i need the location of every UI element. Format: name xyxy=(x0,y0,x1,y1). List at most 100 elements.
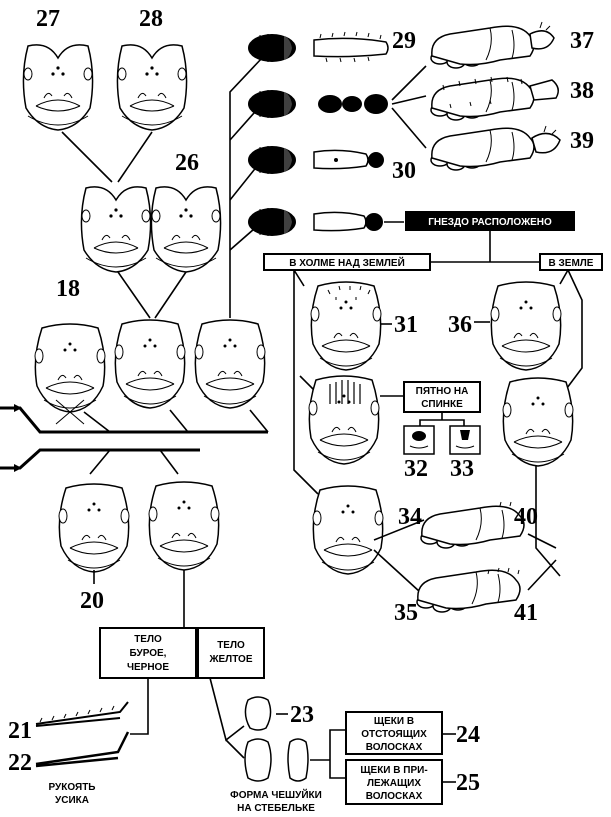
in-mound-box: В ХОЛМЕ НАД ЗЕМЛЕЙ xyxy=(263,253,431,271)
petiole-scale-narrow xyxy=(287,738,309,782)
fig-number-28: 28 xyxy=(139,6,163,32)
svg-text:ЩЕКИ В ПРИ-: ЩЕКИ В ПРИ- xyxy=(360,765,427,776)
fig-number-20: 20 xyxy=(80,588,104,614)
svg-text:ЖЕЛТОЕ: ЖЕЛТОЕ xyxy=(208,654,252,665)
svg-text:ЧЕРНОЕ: ЧЕРНОЕ xyxy=(127,662,169,673)
fig-number-29: 29 xyxy=(392,28,416,54)
ant-thorax-fig38 xyxy=(430,76,559,121)
svg-text:СПИНКЕ: СПИНКЕ xyxy=(421,399,463,410)
svg-text:ТЕЛО: ТЕЛО xyxy=(217,640,245,651)
connector-thoraxes xyxy=(391,65,427,149)
cheeks-adpressed-box: ЩЕКИ В ПРИ- ЛЕЖАЩИХ ВОЛОСКАХ xyxy=(345,759,443,805)
svg-text:ЛЕЖАЩИХ: ЛЕЖАЩИХ xyxy=(367,778,421,789)
key-branch-line-1 xyxy=(0,406,268,434)
fig-number-23: 23 xyxy=(290,702,314,728)
antenna-caption-line1: РУКОЯТЬ xyxy=(49,782,96,793)
scale-caption-line2: НА СТЕБЕЛЬКЕ xyxy=(237,803,315,814)
body-dark-box: ТЕЛО БУРОЕ, ЧЕРНОЕ xyxy=(99,627,197,679)
body-yellow-box: ТЕЛО ЖЕЛТОЕ xyxy=(197,627,265,679)
connector-lines-middle xyxy=(83,409,269,433)
ant-head-ground-lower xyxy=(502,377,574,467)
petiole-scale-wide xyxy=(244,738,272,782)
ant-head-middle-2 xyxy=(114,319,186,409)
svg-text:ВОЛОСКАХ: ВОЛОСКАХ xyxy=(366,742,423,753)
fig-number-31: 31 xyxy=(394,312,418,338)
ant-abdomen-fig29 xyxy=(247,31,389,63)
connector-40-41 xyxy=(527,533,557,591)
arrow-right-icon xyxy=(14,404,22,412)
ant-abdomen-nest-question xyxy=(247,207,383,237)
antenna-scape-fig22 xyxy=(35,731,130,768)
ant-head-fig18 xyxy=(34,323,106,413)
svg-text:ПЯТНО НА: ПЯТНО НА xyxy=(416,386,469,397)
ant-head-spot-pronotum xyxy=(308,375,380,465)
ant-head-fig-left-middle xyxy=(80,186,152,273)
key-branch-line-2 xyxy=(0,448,200,470)
connector-scale xyxy=(209,677,245,759)
svg-text:ВОЛОСКАХ: ВОЛОСКАХ xyxy=(366,791,423,802)
mandible-cross xyxy=(55,399,85,425)
fig-number-33: 33 xyxy=(450,456,474,482)
connector-spot-figs xyxy=(419,412,465,426)
svg-text:ОТСТОЯЩИХ: ОТСТОЯЩИХ xyxy=(361,729,427,740)
fig-number-40: 40 xyxy=(514,504,538,530)
svg-text:В ХОЛМЕ НАД ЗЕМЛЕЙ: В ХОЛМЕ НАД ЗЕМЛЕЙ xyxy=(289,256,405,269)
fig-number-32: 32 xyxy=(404,456,428,482)
ant-head-yellow-body xyxy=(148,481,220,571)
ant-thorax-fig40 xyxy=(420,501,525,549)
fig-number-25: 25 xyxy=(456,770,480,796)
connector-34-35 xyxy=(373,519,425,593)
fig-number-35: 35 xyxy=(394,600,418,626)
fig-number-41: 41 xyxy=(514,600,538,626)
pronotum-spot-fig32 xyxy=(403,425,435,455)
cheeks-erect-box: ЩЕКИ В ОТСТОЯЩИХ ВОЛОСКАХ xyxy=(345,711,443,755)
fig-number-39: 39 xyxy=(570,128,594,154)
connector-ground xyxy=(559,269,583,393)
ant-head-fig28 xyxy=(116,44,188,131)
ant-head-fig27 xyxy=(22,44,94,131)
svg-text:ГНЕЗДО РАСПОЛОЖЕНО: ГНЕЗДО РАСПОЛОЖЕНО xyxy=(428,217,552,228)
ant-thorax-fig39 xyxy=(430,125,561,171)
connector-lines-upper xyxy=(61,131,187,319)
ant-head-fig36 xyxy=(490,281,562,371)
ant-head-fig31 xyxy=(310,281,382,371)
ant-head-fig34-35-base xyxy=(312,485,384,575)
fig-number-34: 34 xyxy=(398,504,422,530)
fig-number-22: 22 xyxy=(8,750,32,776)
fig-number-21: 21 xyxy=(8,718,32,744)
connector-body-color xyxy=(144,570,200,631)
fig-number-27: 27 xyxy=(36,6,60,32)
ant-abdomen-dark-petiole xyxy=(247,89,388,119)
ant-thorax-fig41 xyxy=(416,567,521,613)
arrow-right-icon xyxy=(14,464,22,472)
connector-mound xyxy=(293,269,319,495)
nest-location-box: ГНЕЗДО РАСПОЛОЖЕНО xyxy=(405,211,575,231)
svg-text:В ЗЕМЛЕ: В ЗЕМЛЕ xyxy=(549,258,594,269)
scale-caption-line1: ФОРМА ЧЕШУЙКИ xyxy=(230,788,322,801)
connector-nest-branches xyxy=(430,230,540,263)
fig-number-36: 36 xyxy=(448,312,472,338)
ant-head-fig26 xyxy=(150,186,222,273)
antenna-caption-line2: УСИКА xyxy=(55,795,89,806)
ant-head-middle-3 xyxy=(194,319,266,409)
pronotum-spot-fig33 xyxy=(449,425,481,455)
antenna-scape-fig21 xyxy=(35,701,129,727)
connector-antenna xyxy=(130,678,149,735)
ant-head-fig20 xyxy=(58,483,130,573)
fig-number-37: 37 xyxy=(570,28,594,54)
connector-ground-lower xyxy=(535,466,561,577)
petiole-scale-fig23 xyxy=(244,696,272,731)
connector-cheeks xyxy=(310,729,346,779)
fig-number-24: 24 xyxy=(456,722,480,748)
svg-text:ТЕЛО: ТЕЛО xyxy=(134,634,162,645)
svg-text:БУРОЕ,: БУРОЕ, xyxy=(130,648,167,659)
connector-lines-lower xyxy=(89,449,179,475)
fig-number-26: 26 xyxy=(175,150,199,176)
fig-number-38: 38 xyxy=(570,78,594,104)
ant-abdomen-fig30 xyxy=(247,145,384,175)
fig-number-18: 18 xyxy=(56,276,80,302)
ant-thorax-fig37 xyxy=(430,21,555,69)
spot-on-back-box: ПЯТНО НА СПИНКЕ xyxy=(403,381,481,413)
fig-number-30: 30 xyxy=(392,158,416,184)
